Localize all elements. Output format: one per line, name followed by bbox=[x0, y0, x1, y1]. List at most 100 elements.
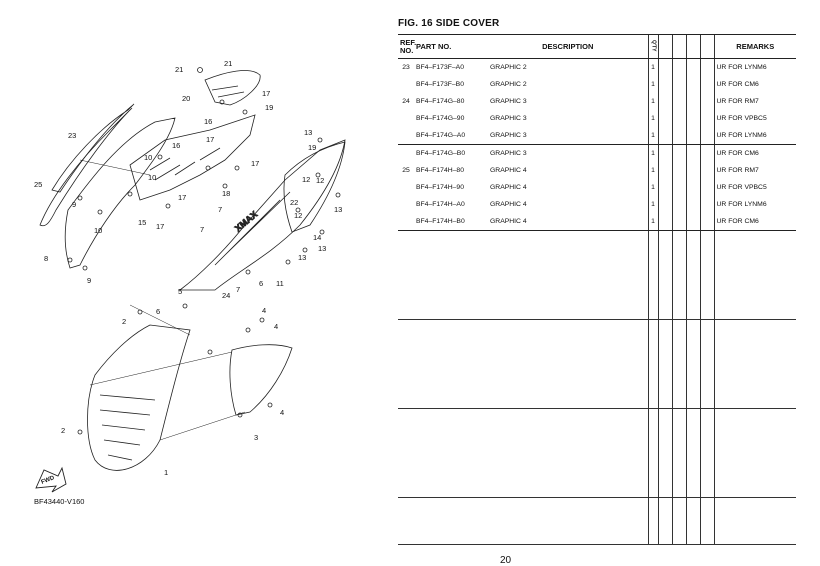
qty-cell: 1 bbox=[647, 76, 658, 93]
blank-cell bbox=[699, 93, 714, 110]
part-no-cell: BF4–F174G–90 bbox=[416, 115, 465, 122]
top-cover-20 bbox=[204, 70, 261, 106]
qty-header: Q'TY bbox=[647, 34, 658, 59]
blank-cell bbox=[657, 179, 672, 196]
part-no-cell: BF4–F174G–B0 bbox=[416, 150, 466, 157]
graphic-23 bbox=[51, 103, 135, 193]
blank-cell bbox=[685, 162, 700, 179]
blank-cell bbox=[657, 162, 672, 179]
description-cell: GRAPHIC 2 bbox=[490, 64, 527, 71]
fasteners bbox=[67, 67, 341, 435]
figure-title: FIG. 16 SIDE COVER bbox=[398, 18, 500, 29]
blank-cell bbox=[657, 213, 672, 231]
blank-cell bbox=[657, 110, 672, 127]
inner-panel-3 bbox=[229, 344, 293, 416]
callout-number: 17 bbox=[206, 135, 214, 144]
blank-cell bbox=[685, 76, 700, 93]
qty-cell: 1 bbox=[647, 58, 658, 76]
callout-number: 16 bbox=[204, 117, 212, 126]
blank-cell bbox=[699, 58, 714, 76]
blank-cell bbox=[671, 213, 686, 231]
blank-cell bbox=[699, 110, 714, 127]
blank-cell bbox=[657, 196, 672, 213]
part-no-cell: BF4–F174G–A0 bbox=[414, 127, 488, 145]
remarks-cell: UR FOR CM6 bbox=[713, 213, 796, 231]
parts-table: REF.NO. PART NO. DESCRIPTION Q'TY REMARK… bbox=[398, 34, 796, 545]
part-no-cell: BF4–F174H–A0 bbox=[416, 201, 465, 208]
callout-number: 7 bbox=[236, 285, 240, 294]
remarks-header: REMARKS bbox=[713, 34, 796, 59]
blank-row bbox=[398, 230, 796, 320]
remarks-cell: UR FOR LYNM6 bbox=[713, 127, 796, 145]
callout-number: 12 bbox=[316, 176, 324, 185]
callout-number: 24 bbox=[222, 291, 230, 300]
remarks-cell: UR FOR LYNM6 bbox=[713, 196, 796, 213]
callout-number: 13 bbox=[318, 244, 326, 253]
svg-text:XMAX: XMAX bbox=[233, 209, 259, 233]
callout-number: 10 bbox=[148, 173, 156, 182]
fwd-label: FWD bbox=[41, 475, 57, 486]
side-cover-12 bbox=[283, 141, 346, 233]
blank-cell bbox=[699, 144, 714, 162]
callout-number: 7 bbox=[200, 225, 204, 234]
callout-number: 1 bbox=[164, 468, 168, 477]
side-panel-25 bbox=[39, 107, 133, 227]
blank-cell bbox=[671, 58, 686, 76]
inner-cover bbox=[129, 114, 256, 201]
blank-cell bbox=[657, 127, 672, 145]
blank-cell bbox=[685, 58, 700, 76]
callout-number: 19 bbox=[308, 143, 316, 152]
callout-number: 21 bbox=[175, 65, 183, 74]
fwd-arrow-icon bbox=[35, 466, 67, 493]
ref-cell bbox=[398, 145, 414, 163]
remarks-cell: UR FOR CM6 bbox=[713, 76, 796, 93]
callout-number: 2 bbox=[122, 317, 126, 326]
callout-number: 17 bbox=[262, 89, 270, 98]
blank-cell bbox=[671, 196, 686, 213]
blank-cell bbox=[699, 213, 714, 231]
callout-number: 9 bbox=[72, 200, 76, 209]
description-header: DESCRIPTION bbox=[488, 34, 648, 59]
blank-cell bbox=[685, 179, 700, 196]
table-header-row: REF.NO. PART NO. DESCRIPTION Q'TY REMARK… bbox=[398, 34, 796, 59]
blank-row bbox=[398, 319, 796, 409]
qty-cell: 1 bbox=[647, 213, 658, 231]
callout-number: 12 bbox=[294, 211, 302, 220]
remarks-cell: UR FOR RM7 bbox=[713, 93, 796, 110]
ref-cell bbox=[398, 76, 414, 93]
remarks-cell: UR FOR LYNM6 bbox=[713, 58, 796, 76]
callout-number: 3 bbox=[254, 433, 258, 442]
blank-cell bbox=[671, 162, 686, 179]
remarks-cell: UR FOR VPBC5 bbox=[713, 110, 796, 127]
ref-cell: 24 bbox=[402, 98, 410, 105]
callout-number: 19 bbox=[265, 103, 273, 112]
blank-row bbox=[398, 408, 796, 498]
callout-number: 16 bbox=[172, 141, 180, 150]
blank-cell bbox=[657, 93, 672, 110]
figure-caption: BF43440-V160 bbox=[34, 497, 85, 506]
callout-number: 8 bbox=[44, 254, 48, 263]
remarks-cell: UR FOR VPBC5 bbox=[713, 179, 796, 196]
callout-number: 10 bbox=[94, 226, 102, 235]
callout-number: 4 bbox=[262, 306, 266, 315]
ref-cell: 25 bbox=[402, 167, 410, 174]
callout-number: 17 bbox=[156, 222, 164, 231]
ref-cell bbox=[398, 179, 414, 196]
blank-cell bbox=[699, 76, 714, 93]
front-cover-1 bbox=[87, 324, 191, 471]
part-no-cell: BF4–F174H–80 bbox=[416, 167, 464, 174]
blank-cell bbox=[657, 76, 672, 93]
callout-number: 10 bbox=[144, 153, 152, 162]
description-cell: GRAPHIC 2 bbox=[490, 81, 527, 88]
remarks-cell: UR FOR RM7 bbox=[713, 162, 796, 179]
callout-number: 21 bbox=[224, 59, 232, 68]
description-cell: GRAPHIC 4 bbox=[490, 201, 527, 208]
blank-cell bbox=[685, 196, 700, 213]
blank-row bbox=[398, 497, 796, 545]
blank-cell bbox=[699, 162, 714, 179]
